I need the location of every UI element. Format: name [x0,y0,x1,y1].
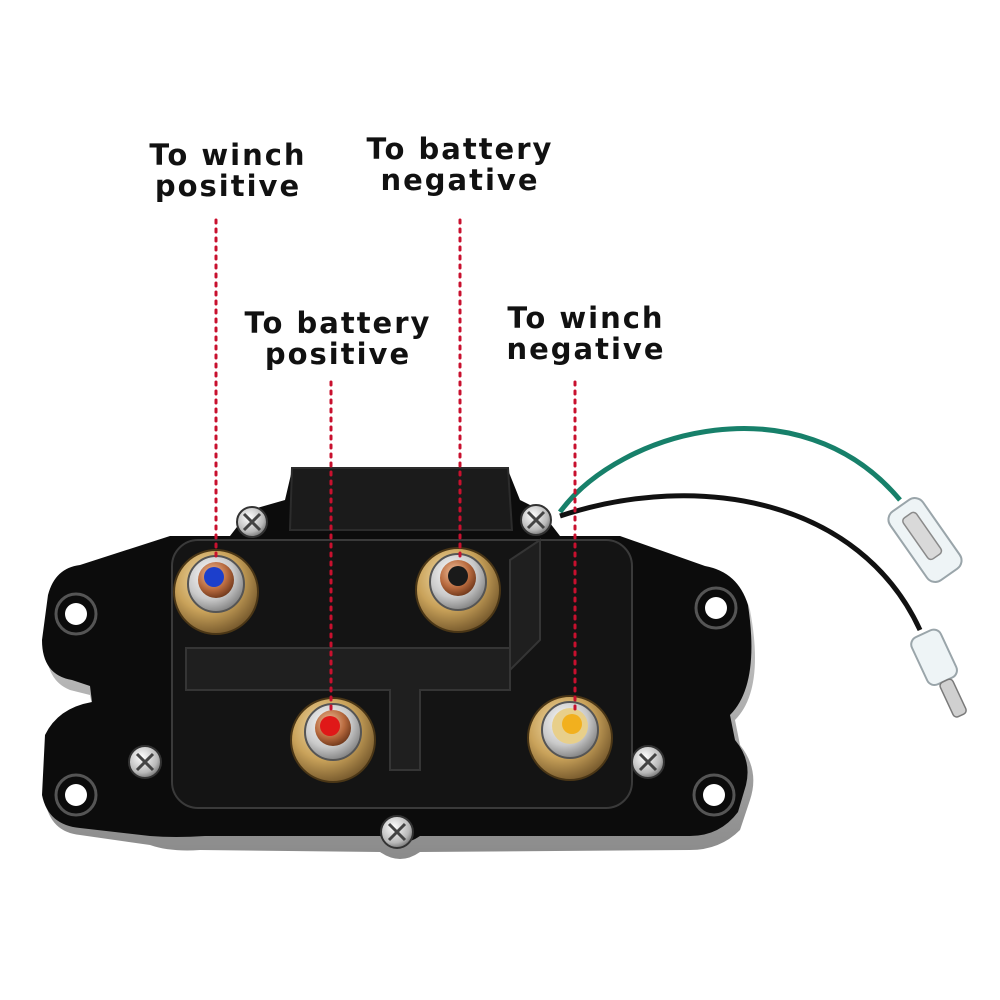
mounting-hole-icon [54,773,98,817]
label-battery-positive-line2: positive [264,337,412,371]
terminal-post-icon [415,547,501,633]
label-winch-positive-line1: To winch [149,138,307,172]
label-battery-negative-line2: negative [380,163,540,197]
housing-top-cover [288,467,514,531]
screw-icon [128,745,162,779]
label-battery-negative: To battery negative [340,134,580,196]
side-ridge [509,538,541,673]
cap-black [448,566,468,586]
mounting-hole-icon [694,586,738,630]
screw-icon [380,815,414,849]
green-wire [557,426,902,514]
black-wire [559,493,923,632]
label-battery-positive-line1: To battery [244,306,432,340]
wire-connector-icon [910,628,967,718]
terminal-post-icon [173,549,259,635]
cap-yellow [562,714,582,734]
label-winch-negative-line1: To winch [507,301,665,335]
mounting-hole-icon [692,773,736,817]
screw-icon [520,504,552,536]
label-winch-positive-line2: positive [154,169,302,203]
cap-red [320,716,340,736]
label-battery-positive: To battery positive [218,308,458,370]
label-winch-negative: To winch negative [476,303,696,365]
mounting-hole-icon [54,592,98,636]
wire-connector-icon [887,497,963,583]
label-winch-positive: To winch positive [118,140,338,202]
screw-icon [236,506,268,538]
screw-icon [631,745,665,779]
cap-blue [204,567,224,587]
label-battery-negative-line1: To battery [366,132,554,166]
label-winch-negative-line2: negative [506,332,666,366]
terminal-post-icon [527,695,613,781]
terminal-post-icon [290,697,376,783]
